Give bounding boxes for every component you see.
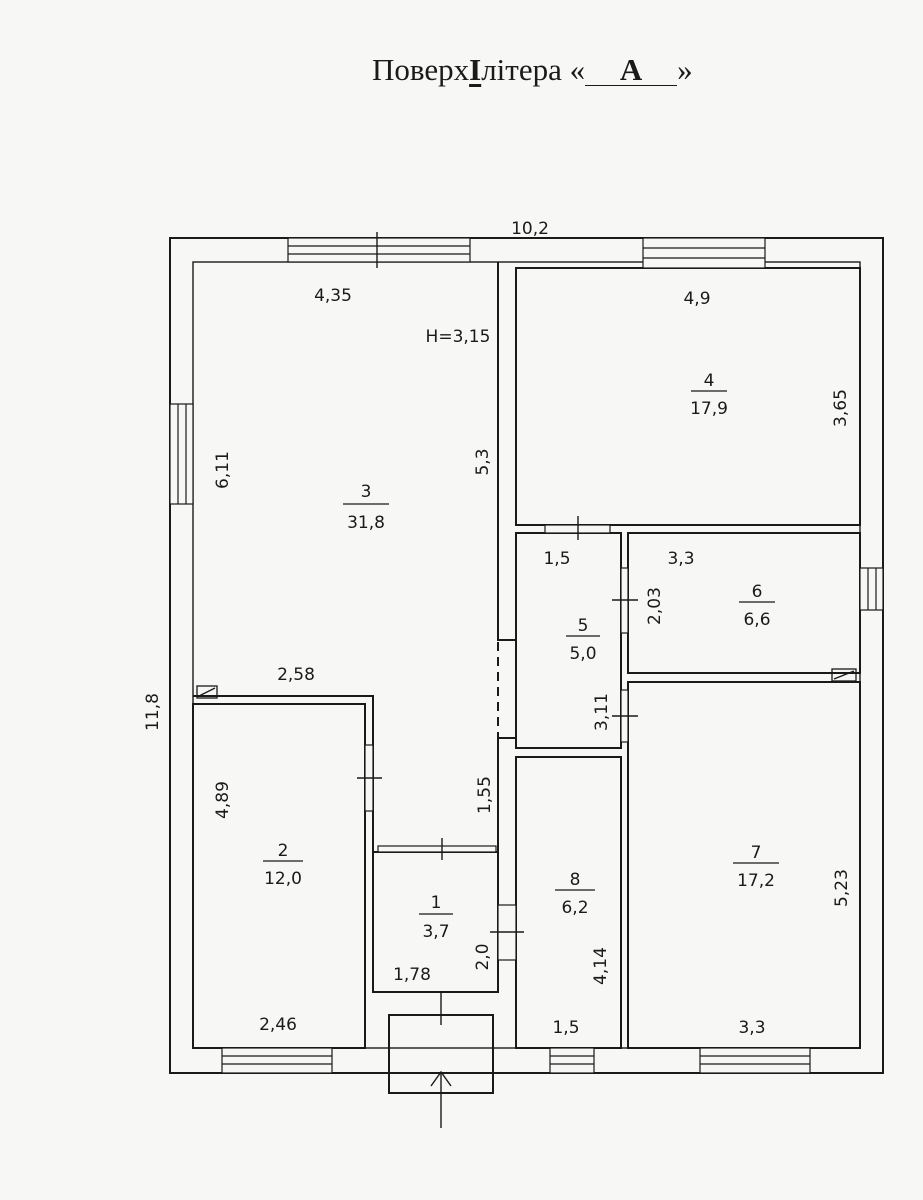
room-7-area: 17,2 <box>737 871 775 891</box>
dim-r4-top: 4,9 <box>683 289 710 309</box>
window-top-left <box>287 237 471 263</box>
room-1-number: 1 <box>431 893 442 913</box>
dim-r5-top: 1,5 <box>543 549 570 569</box>
dim-r3-right: 5,3 <box>473 448 493 475</box>
dim-r1-bottom: 1,78 <box>393 965 431 985</box>
floor-middle: літера « <box>481 52 586 87</box>
room-3-bottom-wall <box>193 695 374 852</box>
floor-number: I <box>469 52 482 87</box>
dim-overall-height: 11,8 <box>143 693 163 731</box>
room-6-area: 6,6 <box>743 610 770 630</box>
dim-r3-left: 6,11 <box>213 451 233 489</box>
dim-r8-right: 4,14 <box>591 947 611 985</box>
floor-prefix: Поверх <box>372 52 470 87</box>
room-2-number: 2 <box>278 841 289 861</box>
opening-1-corridor <box>377 845 497 853</box>
room-4-number: 4 <box>704 371 715 391</box>
room-8-number: 8 <box>570 870 581 890</box>
window-left <box>169 403 194 505</box>
dim-r4-right: 3,65 <box>831 389 851 427</box>
dim-r5-left-upper: 2,03 <box>645 587 665 625</box>
dim-r7-bottom: 3,3 <box>738 1018 765 1038</box>
room-6-number: 6 <box>752 582 763 602</box>
dim-r3-bottom: 2,58 <box>277 665 315 685</box>
room-3-number: 3 <box>361 482 372 502</box>
vent-shaft-left <box>196 685 218 699</box>
room-2-area: 12,0 <box>264 869 302 889</box>
room-1-area: 3,7 <box>422 922 449 942</box>
building-letter: А <box>585 54 678 86</box>
dim-r2-bottom: 2,46 <box>259 1015 297 1035</box>
window-bottom-middle <box>549 1047 595 1074</box>
dim-r8-bottom: 1,5 <box>552 1018 579 1038</box>
ceiling-height: Н=3,15 <box>426 327 491 347</box>
outer-wall-outline <box>169 237 884 1074</box>
room-4-area: 17,9 <box>690 399 728 419</box>
room-3-area: 31,8 <box>347 513 385 533</box>
window-top-right <box>642 237 766 269</box>
dim-r3-top: 4,35 <box>314 286 352 306</box>
dim-overall-width: 10,2 <box>511 219 549 239</box>
room-7-outline <box>627 681 861 1049</box>
room-3-right-wall <box>497 262 516 641</box>
dim-r5-left-lower: 3,11 <box>592 693 612 731</box>
dim-r6-top: 3,3 <box>667 549 694 569</box>
dim-r1-right: 2,0 <box>473 943 493 970</box>
window-bottom-right <box>699 1047 811 1074</box>
dim-r2-left: 4,89 <box>213 781 233 819</box>
room-5-number: 5 <box>578 616 589 636</box>
vent-shaft-right <box>831 668 857 682</box>
room-8-area: 6,2 <box>561 898 588 918</box>
window-bottom-left <box>221 1047 333 1074</box>
window-right <box>859 567 884 611</box>
inner-wall-outline <box>192 261 861 1049</box>
corridor-right-wall <box>497 737 516 852</box>
dim-r7-right: 5,23 <box>832 869 852 907</box>
dim-corridor-height: 1,55 <box>475 776 495 814</box>
floor-heading: ПоверхIлітера «А» <box>372 52 892 88</box>
floor-suffix: » <box>677 52 693 87</box>
room-7-number: 7 <box>751 843 762 863</box>
room-5-area: 5,0 <box>569 644 596 664</box>
